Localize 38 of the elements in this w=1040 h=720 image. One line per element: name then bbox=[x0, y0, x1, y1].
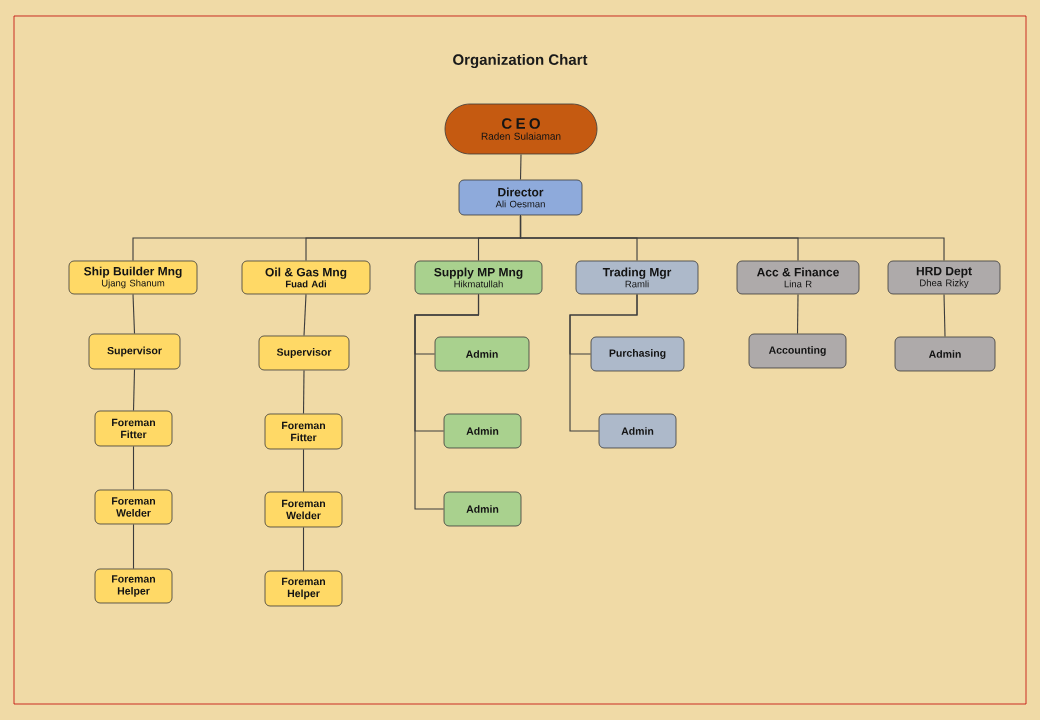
position-box: Foreman Fitter bbox=[264, 413, 343, 450]
position-box: Foreman Helper bbox=[264, 570, 343, 607]
position-box: Acc & Finance Lina R bbox=[736, 260, 860, 295]
position-box: Supply MP Mng Hikmatullah bbox=[414, 260, 543, 295]
position-box: Accounting bbox=[748, 333, 847, 369]
connector-line bbox=[569, 293, 638, 432]
position-box: Director Ali Oesman bbox=[458, 179, 583, 216]
position-box: Oil & Gas Mng Fuad Adi bbox=[241, 260, 371, 295]
connector-line bbox=[943, 293, 946, 338]
position-box: Foreman Welder bbox=[264, 491, 343, 528]
connector-line bbox=[302, 448, 305, 493]
connector-line bbox=[132, 293, 136, 335]
position-box: Supervisor bbox=[258, 335, 350, 371]
position-pill: C E O Raden Sulaiaman bbox=[444, 103, 598, 155]
position-box: Admin bbox=[434, 336, 530, 372]
position-box: Admin bbox=[443, 413, 522, 449]
connector-line bbox=[796, 293, 799, 335]
chart-title: Organization Chart bbox=[453, 53, 588, 68]
position-box: Trading Mgr Ramli bbox=[575, 260, 699, 295]
position-box: Foreman Fitter bbox=[94, 410, 173, 447]
connector-line bbox=[519, 153, 522, 181]
position-box: Foreman Welder bbox=[94, 489, 173, 525]
position-box: Ship Builder Mng Ujang Shanum bbox=[68, 260, 198, 295]
position-box: Foreman Helper bbox=[94, 568, 173, 604]
position-box: Supervisor bbox=[88, 333, 181, 370]
connector-line bbox=[302, 526, 305, 572]
connector-line bbox=[132, 523, 135, 570]
position-box: Purchasing bbox=[590, 336, 685, 372]
position-box: Admin bbox=[894, 336, 996, 372]
connector-line bbox=[302, 369, 305, 415]
position-box: Admin bbox=[598, 413, 677, 449]
connector-line bbox=[132, 368, 136, 412]
position-box: HRD Dept Dhea Rizky bbox=[887, 260, 1001, 295]
connector-line bbox=[519, 214, 945, 262]
connector-line bbox=[303, 293, 307, 337]
connector-line bbox=[132, 445, 135, 491]
connector-line bbox=[414, 293, 480, 510]
position-box: Admin bbox=[443, 491, 522, 527]
